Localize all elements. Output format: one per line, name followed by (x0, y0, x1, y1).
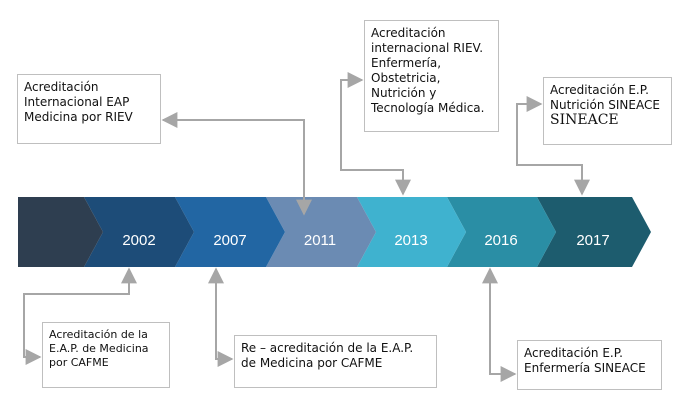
box-text-line: Tecnología Médica. (371, 101, 485, 115)
box-text-line: Acreditación E.P. (550, 83, 649, 97)
connector-arrow (161, 112, 312, 216)
year-label: 2007 (213, 232, 246, 249)
box-text-line: Obstetricia, (371, 71, 441, 85)
timeline-years: 2002 2007 2011 2013 2016 2017 (122, 232, 609, 249)
timeline-segment-4 (357, 197, 466, 267)
year-label: 2017 (576, 232, 609, 249)
year-label: 2011 (304, 232, 336, 249)
box-text-line: Nutrición y (371, 86, 437, 100)
connectors (23, 72, 590, 382)
timeline-segment-5 (447, 197, 556, 267)
milestone-box-cafme-2002: Acreditación de la E.A.P. de Medicina po… (42, 322, 170, 388)
box-text-line: E.A.P. de Medicina (49, 342, 149, 355)
box-text-line: Medicina por RIEV (24, 110, 133, 124)
milestone-box-riev-2013: Acreditación internacional RIEV. Enferme… (364, 20, 499, 132)
year-label: 2016 (484, 232, 517, 249)
box-text-line: Acreditación (24, 80, 99, 94)
box-text-line: Re – acreditación de la E.A.P. (241, 341, 414, 355)
box-text-line: por CAFME (49, 356, 109, 369)
box-text-line: Enfermería, (371, 56, 442, 70)
connector-arrow (208, 267, 234, 367)
box-text-line: Internacional EAP (24, 95, 130, 109)
box-text-line: Acreditación E.P. (524, 346, 623, 360)
connector-arrow (340, 72, 411, 196)
box-text-line: SINEACE (550, 112, 619, 128)
box-text-line: Nutrición SINEACE (550, 98, 660, 112)
box-text-line: Acreditación de la (49, 328, 148, 341)
box-text-line: Acreditación (371, 26, 446, 40)
timeline-segment-6 (537, 197, 651, 267)
milestone-box-cafme-2007: Re – acreditación de la E.A.P. de Medici… (234, 335, 437, 388)
connector-arrow (23, 267, 137, 365)
connector-arrow (482, 267, 517, 382)
box-text-line: de Medicina por CAFME (241, 356, 383, 370)
year-label: 2002 (122, 232, 155, 249)
milestone-box-enfermeria-2016: Acreditación E.P. Enfermería SINEACE (517, 340, 662, 390)
year-label: 2013 (394, 232, 427, 249)
milestone-box-nutricion-2017: Acreditación E.P. Nutrición SINEACE SINE… (543, 77, 672, 145)
connector-arrow (516, 96, 590, 196)
box-text-line: internacional RIEV. (371, 41, 484, 55)
box-text-line: Enfermería SINEACE (524, 361, 646, 375)
timeline-segment-0 (18, 197, 103, 267)
milestone-box-riev-medicina: Acreditación Internacional EAP Medicina … (17, 74, 161, 144)
